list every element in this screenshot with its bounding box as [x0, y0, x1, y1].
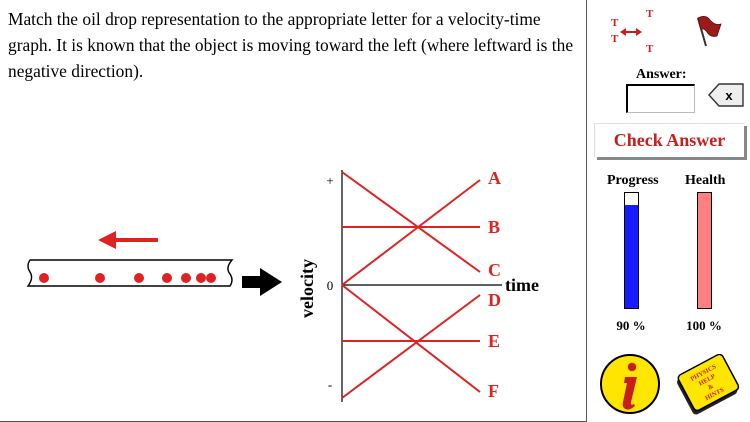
svg-text:&: &	[707, 383, 716, 392]
letter-d: D	[488, 290, 501, 310]
zero-label: 0	[327, 278, 334, 293]
x-axis-label: time	[505, 275, 539, 295]
check-answer-button[interactable]: Check Answer	[594, 123, 744, 157]
y-axis-label: velocity	[297, 259, 317, 318]
line-f	[341, 284, 481, 393]
backspace-icon: x	[725, 88, 733, 103]
plus-label: +	[326, 173, 333, 188]
oil-drop	[162, 273, 172, 283]
backspace-button[interactable]: x	[707, 82, 745, 108]
svg-text:T: T	[646, 8, 654, 20]
answer-label: Answer:	[636, 67, 687, 82]
oil-drop-tape	[26, 259, 282, 296]
svg-text:T: T	[611, 17, 619, 29]
oil-drop	[196, 273, 206, 283]
health-label: Health	[685, 173, 726, 188]
progress-bar-fill	[625, 204, 638, 308]
oil-drops	[39, 273, 216, 283]
direction-arrow-icon	[98, 231, 158, 249]
line-d	[341, 294, 481, 399]
letter-a: A	[488, 168, 501, 188]
progress-value: 90 %	[616, 318, 646, 333]
progress-bar	[624, 192, 639, 309]
question-text: Match the oil drop representation to the…	[8, 9, 574, 81]
letter-e: E	[488, 331, 500, 351]
svg-text:T: T	[646, 43, 654, 55]
health-bar-fill	[698, 193, 711, 308]
right-arrow-icon	[242, 268, 282, 296]
letter-c: C	[488, 260, 501, 280]
physics-help-book-icon[interactable]: PHYSICS HELP & HINTS	[672, 354, 744, 418]
minus-label: -	[328, 377, 332, 392]
oil-drop	[181, 273, 191, 283]
oil-drop	[134, 273, 144, 283]
health-value: 100 %	[686, 318, 722, 333]
progress-label: Progress	[607, 173, 659, 188]
velocity-time-graph: + 0 - velocity time A B C D E F	[297, 168, 539, 402]
move-icon[interactable]: T T T T	[606, 4, 662, 56]
line-c	[341, 171, 481, 273]
tape-strip	[26, 259, 234, 287]
oil-drop	[39, 273, 49, 283]
line-a	[341, 179, 481, 286]
answer-input[interactable]	[626, 84, 695, 113]
letter-b: B	[488, 217, 500, 237]
letter-f: F	[488, 381, 499, 401]
svg-text:T: T	[611, 33, 619, 45]
info-icon[interactable]	[598, 352, 662, 416]
flag-icon[interactable]	[690, 14, 724, 48]
oil-drop	[206, 273, 216, 283]
health-bar	[697, 192, 712, 309]
oil-drop	[95, 273, 105, 283]
